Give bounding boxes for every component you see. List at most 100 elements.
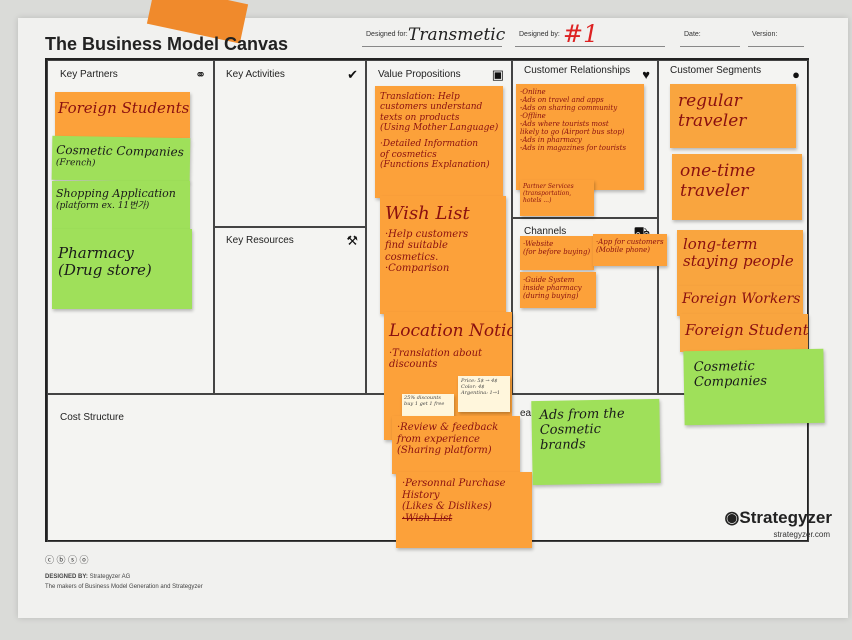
sticky-note: Cosmetic Companies bbox=[683, 348, 825, 426]
note-line: customers understand bbox=[380, 102, 483, 113]
note-line: likely to go (Airport bus stop) bbox=[520, 128, 625, 137]
person-icon: ● bbox=[792, 67, 800, 82]
note-line: one-time bbox=[680, 161, 756, 181]
note-line: ·Help customers bbox=[385, 228, 469, 240]
license-badges: ⓒ ⓑ ⓢ ⓞ bbox=[45, 555, 89, 565]
note-line: (during buying) bbox=[523, 292, 579, 301]
note-line: traveler bbox=[680, 180, 749, 201]
designed-for-label: Designed for: bbox=[366, 31, 408, 38]
note-line: Translation: Help bbox=[380, 92, 460, 102]
note-line: buy 1 get 1 free bbox=[404, 400, 445, 407]
note-line: ·Translation about bbox=[389, 347, 483, 359]
note-line: (platform ex. 11번가) bbox=[56, 200, 150, 211]
block-key-activities: Key Activities ✔ bbox=[213, 60, 367, 228]
sticky-note-mini: Price: 5$ → 4$ Color: 4$ Argentina: 1→1 bbox=[458, 376, 510, 412]
date-label: Date: bbox=[684, 31, 701, 38]
sticky-note: ·Personnal Purchase History (Likes & Dis… bbox=[396, 472, 532, 548]
note-line: Foreign Workers bbox=[682, 291, 801, 307]
sticky-note: Translation: Help customers understand t… bbox=[375, 86, 503, 198]
gift-icon: ▣ bbox=[491, 67, 504, 82]
block-title: Customer Segments bbox=[670, 65, 762, 76]
note-line: (Using Mother Language) bbox=[380, 123, 499, 134]
sticky-note: Foreign Students bbox=[55, 92, 190, 138]
sticky-note: Partner Services (transportation, hotels… bbox=[520, 180, 594, 216]
version-label: Version: bbox=[752, 31, 778, 38]
note-line: ·Website bbox=[523, 240, 554, 248]
note-line: Color: 4$ bbox=[461, 383, 485, 390]
sticky-note: Cosmetic Companies (French) bbox=[51, 135, 191, 183]
note-line: inside pharmacy bbox=[523, 284, 582, 293]
note-line: Partner Services bbox=[523, 183, 574, 190]
note-line: ·Wish List bbox=[402, 512, 453, 524]
heart-icon: ♥ bbox=[642, 67, 650, 82]
note-line: -Ads in magazines for tourists bbox=[520, 144, 627, 153]
worker-icon: ⚒ bbox=[346, 233, 358, 248]
sticky-note: Foreign Students bbox=[680, 314, 808, 352]
designed-by-label: Designed by: bbox=[519, 31, 560, 38]
block-title: Key Activities bbox=[226, 69, 285, 80]
footer-credit: DESIGNED BY: Strategyzer AG bbox=[45, 574, 130, 580]
note-line: History bbox=[402, 489, 440, 501]
page-title: The Business Model Canvas bbox=[45, 34, 289, 54]
note-line: (Sharing platform) bbox=[397, 445, 492, 456]
note-line: (Functions Explanation) bbox=[380, 160, 490, 171]
note-line: Location Notice bbox=[389, 321, 512, 341]
note-line: ·Detailed Information bbox=[380, 139, 479, 150]
note-line: Wish List bbox=[385, 203, 470, 224]
footer-makers-line: The makers of Business Model Generation … bbox=[45, 584, 203, 590]
note-line: long-term bbox=[683, 235, 758, 253]
version-field: Version: bbox=[748, 24, 804, 47]
brand-logo: ◉Strategyzer bbox=[725, 508, 832, 528]
sticky-note: Shopping Application (platform ex. 11번가) bbox=[52, 181, 190, 229]
sticky-note: one-time traveler bbox=[672, 154, 802, 220]
note-line: texts on products bbox=[380, 112, 460, 123]
note-line: of cosmetics bbox=[380, 149, 437, 160]
block-cost-structure: Cost Structure bbox=[47, 393, 429, 542]
sticky-note: ·Website (for before buying) bbox=[520, 236, 594, 270]
block-customer-relationships: Customer Relationships ♥ bbox=[511, 60, 659, 219]
brand-url: strategyzer.com bbox=[773, 530, 830, 539]
link-icon: ⚭ bbox=[195, 67, 206, 82]
note-line: Argentina: 1→1 bbox=[461, 389, 501, 396]
block-title: Cost Structure bbox=[60, 412, 124, 423]
check-icon: ✔ bbox=[347, 67, 358, 82]
block-key-resources: Key Resources ⚒ bbox=[213, 226, 367, 395]
block-title: Customer Relationships bbox=[524, 65, 631, 76]
note-line: discounts bbox=[389, 359, 438, 371]
sticky-note: regular traveler bbox=[670, 84, 796, 148]
note-line: hotels ...) bbox=[523, 196, 552, 204]
note-line: Foreign Students bbox=[58, 99, 190, 117]
note-line: ·Online bbox=[520, 88, 546, 96]
note-line: Pharmacy bbox=[58, 244, 134, 262]
block-title: Channels bbox=[524, 226, 567, 237]
brand-name: Strategyzer bbox=[739, 508, 832, 527]
note-line: -Ads in pharmacy bbox=[520, 136, 582, 145]
note-line: ·Personnal Purchase bbox=[402, 478, 506, 489]
note-line: ·Comparison bbox=[385, 263, 450, 275]
note-line: brands bbox=[539, 437, 586, 453]
note-line: ·Review & feedback bbox=[397, 422, 499, 433]
note-line: (Mobile phone) bbox=[596, 246, 651, 255]
designed-by-field: Designed by: #1 bbox=[515, 20, 665, 48]
note-line: -Ads on sharing community bbox=[520, 104, 618, 113]
note-line: ·Guide System bbox=[523, 276, 575, 284]
footer-designed-by-org: Strategyzer AG bbox=[89, 574, 131, 580]
note-line: traveler bbox=[678, 110, 747, 131]
note-line: Price: 5$ → 4$ bbox=[461, 378, 498, 384]
designed-for-field: Designed for: Transmetic bbox=[362, 24, 505, 47]
sticky-note: ·App for customers (Mobile phone) bbox=[593, 234, 667, 266]
sticky-note: Wish List ·Help customers find suitable … bbox=[380, 196, 506, 314]
block-title: Key Partners bbox=[60, 69, 118, 80]
designed-by-value: #1 bbox=[563, 20, 599, 48]
sticky-note: long-term staying people bbox=[677, 230, 803, 286]
sticky-note: ·Online -Ads on travel and apps -Ads on … bbox=[516, 84, 644, 190]
sticky-note: Foreign Workers bbox=[677, 286, 803, 316]
note-line: -Ads where tourists most bbox=[520, 120, 609, 129]
note-line: (Drug store) bbox=[58, 261, 152, 280]
note-line: ·App for customers bbox=[596, 238, 664, 246]
note-line: Foreign Students bbox=[685, 321, 808, 339]
note-line: find suitable bbox=[385, 240, 448, 252]
sticky-note: Pharmacy (Drug store) bbox=[52, 229, 192, 309]
sticky-note: ·Guide System inside pharmacy (during bu… bbox=[520, 272, 596, 308]
footer-designed-by-label: DESIGNED BY: bbox=[45, 574, 88, 580]
